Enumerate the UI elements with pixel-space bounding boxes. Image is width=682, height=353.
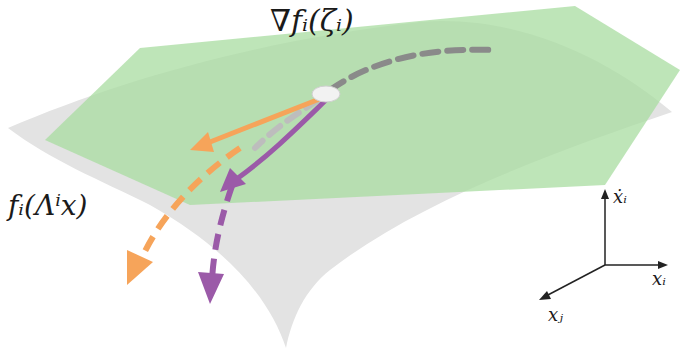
tangent-plane xyxy=(45,6,680,205)
purple-path xyxy=(212,186,232,280)
axis-label: ẋᵢ xyxy=(613,188,627,206)
orange-path xyxy=(140,148,240,262)
axis-label: xᵢ xyxy=(652,270,666,288)
purple-arrow xyxy=(238,100,326,178)
trajectory-dashed xyxy=(330,50,492,90)
axis-label: xⱼ xyxy=(548,306,563,324)
gradient-label: ∇fᵢ(ζᵢ) xyxy=(270,6,354,36)
point-marker xyxy=(312,86,340,102)
purple-head xyxy=(198,272,224,304)
orange-head xyxy=(127,250,153,285)
purple-arrowhead xyxy=(220,168,246,192)
axes xyxy=(539,189,668,300)
orange-arrowhead xyxy=(190,132,214,152)
function-label: fᵢ(Λⁱx) xyxy=(8,192,88,220)
